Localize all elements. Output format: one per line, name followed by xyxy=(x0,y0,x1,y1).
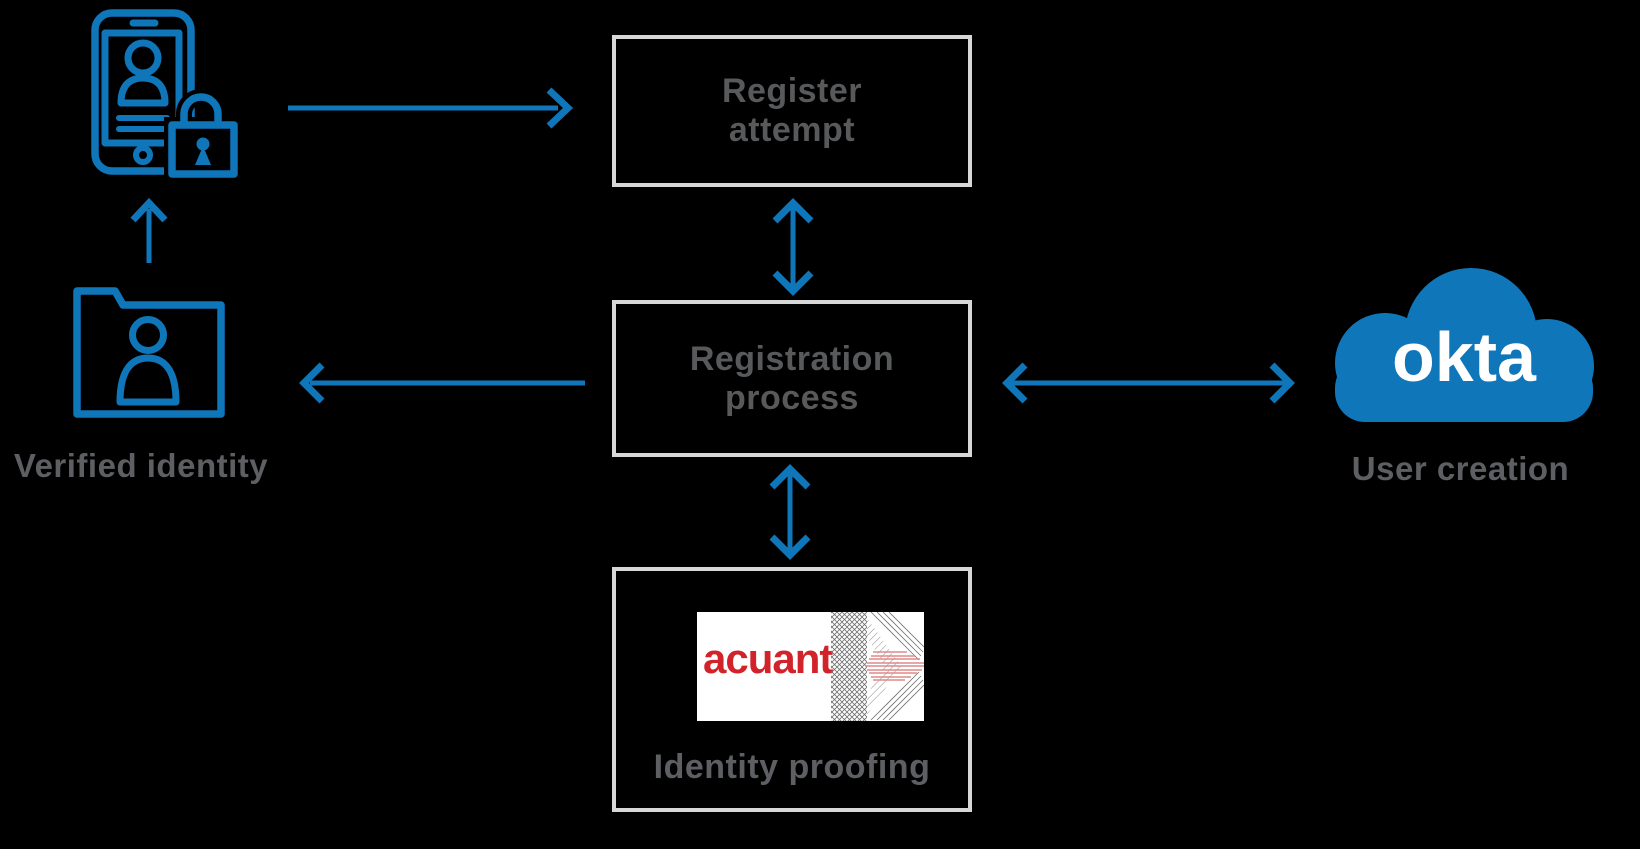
arrow-register-process xyxy=(772,198,814,296)
identity-proofing-box: acuant xyxy=(612,567,972,812)
registration-process-box: Registration process xyxy=(612,300,972,457)
acuant-wordmark: acuant xyxy=(703,635,833,682)
registration-process-line1: Registration xyxy=(689,339,895,378)
okta-wordmark: okta xyxy=(1392,318,1536,396)
acuant-logo: acuant xyxy=(697,612,924,721)
arrow-device-to-register xyxy=(288,87,574,129)
arrow-process-to-verified-identity xyxy=(299,362,585,404)
identity-proofing-label: Identity proofing xyxy=(653,748,931,786)
lock-icon xyxy=(164,89,238,178)
register-attempt-line2: attempt xyxy=(728,111,856,149)
user-creation-label: User creation xyxy=(1351,450,1570,487)
verified-identity-label: Verified identity xyxy=(13,447,269,484)
acuant-chevron-icon xyxy=(831,612,924,721)
registration-process-label: Registration process xyxy=(690,340,894,418)
arrow-process-proofing xyxy=(769,464,811,560)
folder-user-icon xyxy=(73,287,225,418)
smartphone-user-lock-icon xyxy=(91,9,238,178)
arrow-process-okta xyxy=(1002,362,1295,404)
registration-process-line2: process xyxy=(725,378,859,417)
register-attempt-line1: Register xyxy=(721,72,863,110)
okta-cloud-logo xyxy=(1335,268,1594,422)
register-attempt-label: Register attempt xyxy=(722,72,862,150)
arrow-verified-to-device xyxy=(130,197,168,263)
register-attempt-box: Register attempt xyxy=(612,35,972,187)
